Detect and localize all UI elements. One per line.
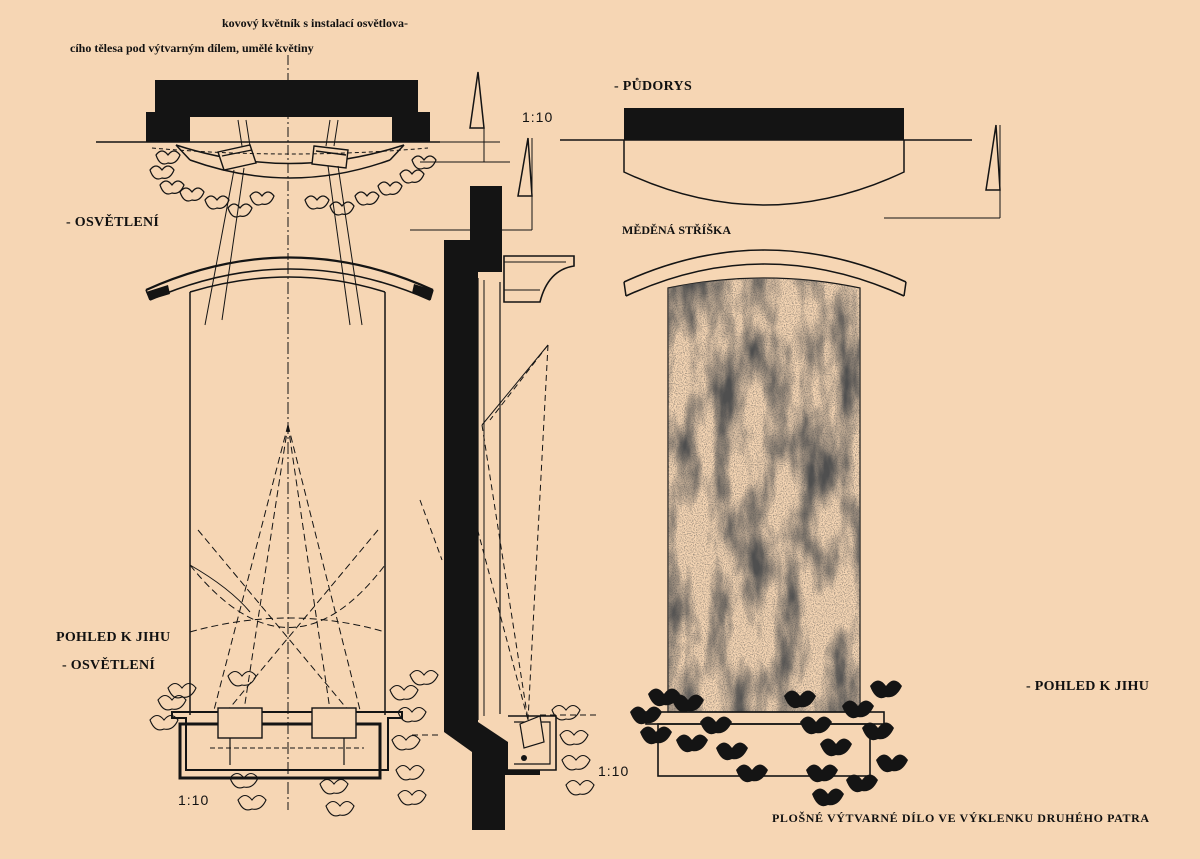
planter-plan-view [96,55,533,326]
planter-elevation-right [630,680,908,807]
lighting-label-left: - OSVĚTLENÍ [62,658,156,673]
plan-label: - PŮDORYS [614,79,693,94]
note-line-1: kovový květník s instalací osvětlova- [222,16,409,30]
plan-view [560,108,1001,219]
copper-roof-label: MĚDĚNÁ STŘÍŠKA [622,223,732,237]
view-south-label-left: POHLED K JIHU [56,630,171,645]
note-line-2: cího tělesa pod výtvarným dílem, umělé k… [70,41,314,55]
ivy-foliage-top [149,150,437,218]
lighting-label-top: - OSVĚTLENÍ [66,215,160,230]
elevation-lighting [145,256,439,817]
scale-bottom-left: 1:10 [178,792,210,808]
sheet-title: PLOŠNÉ VÝTVARNÉ DÍLO VE VÝKLENKU DRUHÉHO… [772,811,1150,825]
artwork-panel [668,278,860,712]
ivy-foliage-left [149,669,439,817]
ivy-foliage-right [630,680,908,807]
wall-section [412,186,600,830]
scale-bottom-center: 1:10 [598,763,630,779]
scale-top-center: 1:10 [522,109,554,125]
view-south-label-right: - POHLED K JIHU [1026,679,1150,694]
